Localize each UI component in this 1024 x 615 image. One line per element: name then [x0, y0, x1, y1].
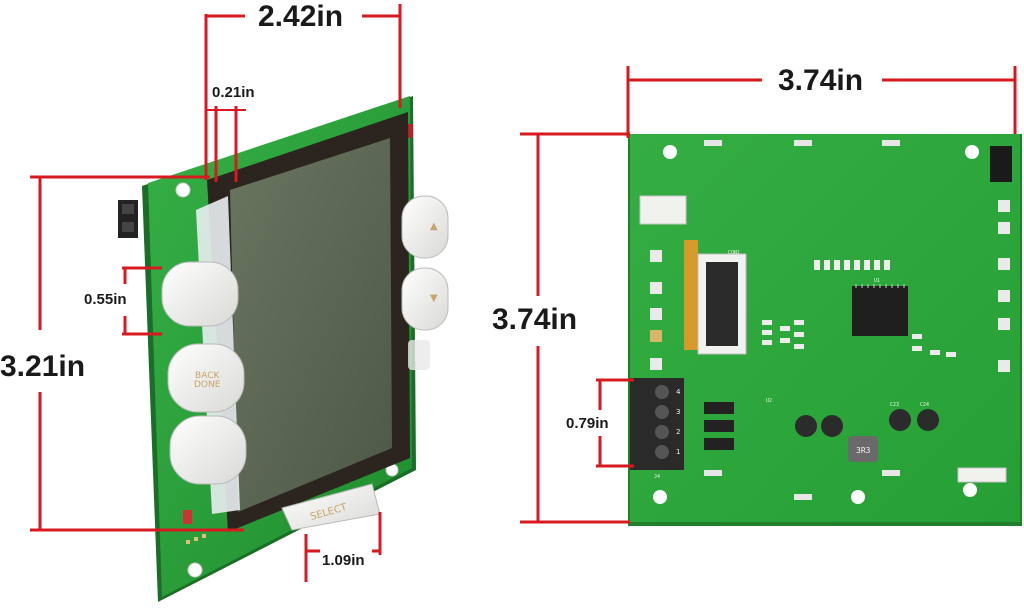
- left-smd-red: [183, 510, 192, 524]
- lcd-screen: [230, 138, 392, 512]
- terminal-pin-3: 3: [676, 408, 681, 416]
- right-mount-hole-4: [851, 490, 865, 504]
- left-mount-hole-2: [187, 562, 203, 578]
- inductor: [848, 436, 878, 462]
- up-arrow-icon: ▲: [430, 221, 438, 232]
- terminal-pin-2: 2: [676, 428, 681, 436]
- silk-con: CON1: [728, 250, 741, 256]
- silk-j4: J4: [654, 474, 661, 480]
- pin-header: [957, 467, 1007, 483]
- silk-c23: C23: [890, 402, 900, 408]
- left-button-top[interactable]: [161, 261, 239, 327]
- left-height-label: 3.21in: [0, 350, 86, 383]
- right-height-label: 3.74in: [492, 303, 578, 336]
- jumper: [990, 146, 1012, 182]
- left-button-bottom[interactable]: [169, 415, 247, 485]
- left-offset-label: 0.21in: [212, 84, 255, 101]
- terminal-label: 0.79in: [566, 415, 609, 432]
- right-mount-hole-2: [965, 145, 979, 159]
- silk-u2: U2: [766, 398, 773, 404]
- silk-c24: C24: [920, 402, 930, 408]
- right-board: [520, 66, 1022, 526]
- left-dimension-lines: [30, 4, 402, 582]
- select-width-label: 1.09in: [322, 552, 365, 569]
- terminal-pin-1: 1: [676, 448, 681, 456]
- right-width-label: 3.74in: [778, 64, 864, 97]
- resistor-row: [814, 260, 890, 270]
- left-width-label: 2.42in: [258, 0, 344, 33]
- ribbon-cable: [684, 240, 698, 350]
- light-pipe: [408, 340, 430, 370]
- left-led: [405, 124, 413, 138]
- right-dimension-lines: [520, 66, 1017, 524]
- silk-inductor: 3R3: [856, 446, 871, 455]
- right-mount-hole-1: [663, 145, 677, 159]
- back-done-button[interactable]: [167, 343, 245, 413]
- left-board: [30, 4, 449, 602]
- left-mount-hole-1: [175, 182, 191, 198]
- left-button-height-label: 0.55in: [84, 291, 127, 308]
- down-arrow-icon: ▼: [430, 293, 438, 304]
- back-done-label: BACK DONE: [194, 371, 221, 391]
- capacitor: [795, 415, 817, 437]
- tab: [704, 140, 722, 146]
- down-button[interactable]: [401, 267, 449, 331]
- right-mount-hole-3: [653, 490, 667, 504]
- white-connector: [639, 195, 687, 225]
- right-mount-hole-5: [963, 483, 977, 497]
- silk-u1: U1: [874, 278, 881, 284]
- main-ic: [852, 286, 908, 336]
- terminal-pin-4: 4: [676, 388, 681, 396]
- up-button[interactable]: [401, 195, 449, 259]
